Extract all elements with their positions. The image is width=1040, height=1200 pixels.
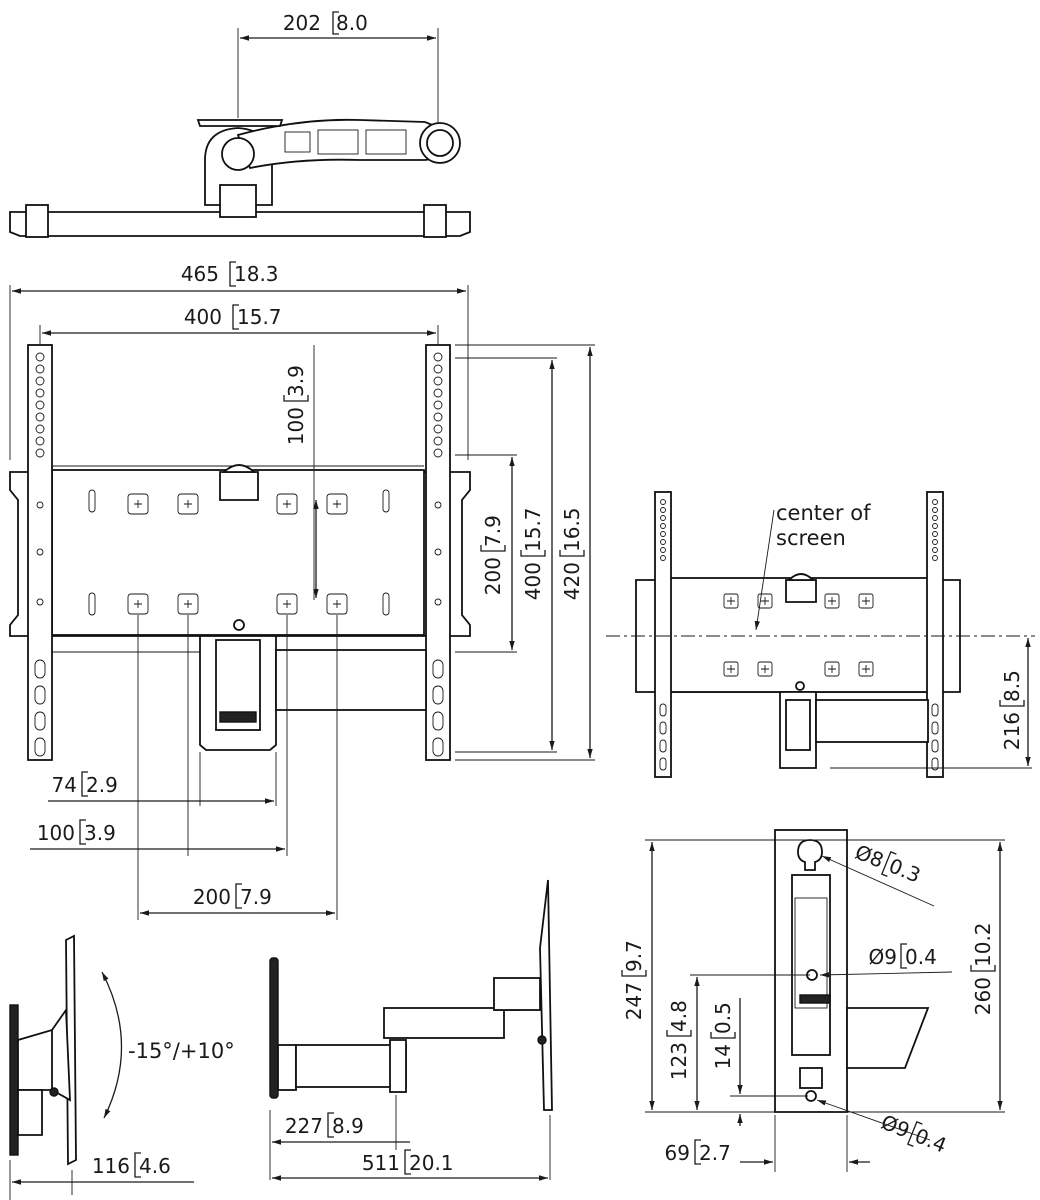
- center-label-line-1: center of: [776, 501, 871, 525]
- dim-keyhole: Ø8 0.3: [852, 840, 924, 888]
- dim-value-in: 18.3: [234, 262, 279, 286]
- tilt-range-label: -15°/+10°: [128, 1039, 235, 1063]
- front-rail-right: [425, 344, 451, 761]
- dim-rail-height: 420 16.5: [559, 507, 585, 600]
- dim-vesa-h-200: 200 7.9: [193, 883, 272, 909]
- dim-value-in: 3.9: [84, 821, 116, 845]
- vesa-holes: [127, 493, 348, 615]
- dim-value-mm: 400: [184, 305, 222, 329]
- dim-value-in: 7.9: [481, 515, 505, 547]
- dim-height-123: 123 4.8: [666, 1000, 692, 1080]
- dim-value-mm: Ø9: [878, 1110, 913, 1143]
- front-view: 465 18.3 400 15.7: [9, 261, 595, 920]
- dim-hole-lower: Ø9 0.4: [878, 1110, 950, 1158]
- dim-value-in: 15.7: [521, 507, 545, 552]
- dim-value-in: 7.9: [240, 885, 272, 909]
- dim-value-in: 0.5: [711, 1002, 735, 1034]
- dim-pattern-row: 100 3.9: [283, 365, 309, 445]
- dim-value-mm: 216: [1000, 712, 1024, 750]
- center-label-line-2: screen: [776, 526, 846, 550]
- side-wallplate: [269, 957, 279, 1099]
- dim-folded-depth: 227 8.9: [285, 1112, 364, 1138]
- dim-wallplate-width: 74 2.9: [52, 771, 118, 797]
- dim-value-mm: Ø8: [852, 840, 887, 873]
- dim-value-mm: 260: [971, 977, 995, 1015]
- dim-value-in: 20.1: [409, 1151, 454, 1175]
- dim-value-mm: 202: [283, 11, 321, 35]
- dim-extended-depth: 511 20.1: [362, 1149, 454, 1175]
- dim-min-depth: 116 4.6: [92, 1152, 171, 1178]
- dim-value-mm: 511: [362, 1151, 400, 1175]
- dim-value-in: 4.8: [667, 1000, 691, 1032]
- front-rail-left: [27, 344, 53, 761]
- top-wallplate: [9, 211, 471, 237]
- dim-value-in: 8.9: [332, 1114, 364, 1138]
- dim-value-mm: 227: [285, 1114, 323, 1138]
- dim-value-in: 9.7: [622, 940, 646, 972]
- dim-value-mm: 200: [193, 885, 231, 909]
- dim-vesa-v-200: 200 7.9: [480, 515, 506, 595]
- center-view: center of screen 216 8.5: [606, 491, 1035, 778]
- dim-hole-upper: Ø9 0.4: [869, 943, 937, 969]
- tilt-view: -15°/+10° 116 4.6: [9, 934, 235, 1200]
- dim-value-in: 4.6: [139, 1154, 171, 1178]
- top-view: 202 8.0: [9, 11, 471, 238]
- dim-value-in: 10.2: [971, 922, 995, 967]
- dim-value-mm: 14: [711, 1044, 735, 1069]
- dim-value-mm: 74: [52, 773, 77, 797]
- dim-value-in: 3.9: [284, 365, 308, 397]
- dim-value-in: 2.7: [699, 1141, 731, 1165]
- dim-value-in: 15.7: [237, 305, 282, 329]
- dim-value-in: 2.9: [86, 773, 118, 797]
- dim-value-in: 0.4: [912, 1123, 950, 1157]
- dim-height-247: 247 9.7: [621, 940, 647, 1020]
- dim-height-14: 14 0.5: [710, 1002, 736, 1069]
- dim-value-mm: 69: [665, 1141, 690, 1165]
- dim-value-mm: 100: [37, 821, 75, 845]
- center-of-screen-label: center of screen: [776, 501, 877, 550]
- center-rail-holes: [659, 499, 939, 771]
- dim-value-mm: 465: [181, 262, 219, 286]
- dim-rail-spacing: 400 15.7: [184, 304, 282, 330]
- dim-value-mm: 200: [481, 557, 505, 595]
- dim-value-mm: 123: [667, 1042, 691, 1080]
- dim-value-mm: 420: [560, 562, 584, 600]
- dim-value-in: 0.3: [886, 853, 924, 887]
- wallplate-detail: Ø8 0.3 Ø9 0.4 Ø9 0.4 247 9.7: [621, 829, 1005, 1172]
- dim-value-in: 8.0: [336, 11, 368, 35]
- top-arm: [236, 118, 441, 170]
- dim-value-mm: 100: [284, 407, 308, 445]
- side-view: 227 8.9 511 20.1: [269, 879, 553, 1181]
- dim-plate-width: 69 2.7: [665, 1139, 731, 1165]
- dim-arm-offset: 202 8.0: [283, 11, 368, 35]
- dim-center-height: 216 8.5: [999, 670, 1025, 750]
- dim-value-mm: 247: [622, 982, 646, 1020]
- dim-plate-height: 260 10.2: [970, 922, 996, 1015]
- front-slots: [88, 489, 390, 616]
- dim-vesa-v-400: 400 15.7: [520, 507, 546, 600]
- dim-value-in: 16.5: [560, 507, 584, 552]
- dim-value-mm: 400: [521, 562, 545, 600]
- dim-value-in: 8.5: [1000, 670, 1024, 702]
- dim-vesa-h-100: 100 3.9: [37, 819, 116, 845]
- dim-value-mm: Ø9: [869, 945, 897, 969]
- dim-value-in: 0.4: [905, 945, 937, 969]
- dim-value-mm: 116: [92, 1154, 130, 1178]
- center-vesa-holes: [723, 593, 874, 677]
- dim-overall-width: 465 18.3: [181, 261, 279, 287]
